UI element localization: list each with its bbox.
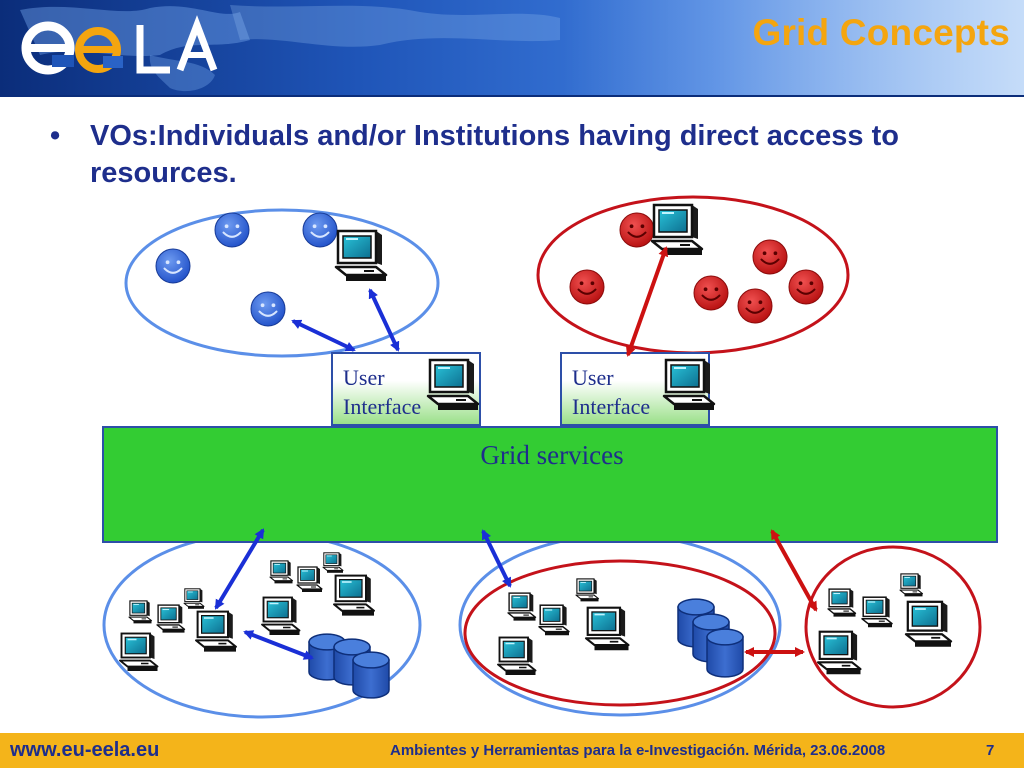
computer-icon bbox=[128, 600, 153, 624]
computer-icon bbox=[507, 592, 537, 621]
bullet-marker: • bbox=[50, 120, 61, 152]
computer-icon bbox=[650, 203, 704, 255]
computer-icon bbox=[827, 588, 857, 617]
header-banner bbox=[0, 0, 1024, 97]
blue-person-icon bbox=[214, 212, 250, 248]
computer-icon bbox=[296, 566, 323, 592]
computer-icon bbox=[538, 604, 570, 636]
blue-person-icon bbox=[302, 212, 338, 248]
red-person-icon bbox=[693, 275, 729, 311]
red-person-icon bbox=[752, 239, 788, 275]
footer-bar: www.eu-eela.eu Ambientes y Herramientas … bbox=[0, 733, 1024, 768]
computer-icon bbox=[575, 578, 600, 602]
double-arrow-icon bbox=[625, 246, 669, 357]
bullet-text: VOs:Individuals and/or Institutions havi… bbox=[90, 120, 899, 189]
footer-url[interactable]: www.eu-eela.eu bbox=[10, 739, 160, 761]
grid-services-band: Grid services bbox=[102, 426, 998, 543]
blue-person-icon bbox=[155, 248, 191, 284]
double-arrow-icon bbox=[368, 288, 400, 352]
resource-red-ring-middle bbox=[463, 559, 777, 707]
double-arrow-icon bbox=[243, 630, 314, 660]
computer-icon bbox=[584, 606, 630, 651]
page-number: 7 bbox=[986, 742, 995, 759]
red-person-icon bbox=[569, 269, 605, 305]
computer-icon bbox=[334, 229, 388, 281]
computer-icon bbox=[816, 630, 862, 675]
double-arrow-icon bbox=[291, 319, 356, 352]
computer-icon bbox=[183, 588, 205, 609]
computer-icon bbox=[322, 552, 344, 573]
slide-title: Grid Concepts bbox=[752, 12, 1010, 53]
database-icon bbox=[706, 628, 744, 678]
double-arrow-icon bbox=[214, 528, 265, 610]
computer-icon bbox=[662, 358, 716, 410]
double-arrow-icon bbox=[770, 529, 818, 612]
database-icon bbox=[352, 651, 390, 699]
computer-icon bbox=[194, 610, 238, 652]
computer-icon bbox=[899, 573, 924, 597]
eela-logo bbox=[21, 15, 218, 75]
red-person-icon bbox=[788, 269, 824, 305]
computer-icon bbox=[156, 604, 186, 633]
computer-icon bbox=[861, 596, 893, 628]
footer-reference: Ambientes y Herramientas para la e-Inves… bbox=[390, 742, 886, 759]
computer-icon bbox=[904, 600, 953, 647]
grid-services-label: Grid services bbox=[480, 440, 624, 470]
red-person-icon bbox=[737, 288, 773, 324]
computer-icon bbox=[269, 560, 294, 584]
computer-icon bbox=[332, 574, 376, 616]
blue-person-icon bbox=[250, 291, 286, 327]
computer-icon bbox=[497, 636, 537, 675]
computer-icon bbox=[426, 358, 480, 410]
double-arrow-icon bbox=[481, 529, 512, 588]
computer-icon bbox=[119, 632, 159, 671]
